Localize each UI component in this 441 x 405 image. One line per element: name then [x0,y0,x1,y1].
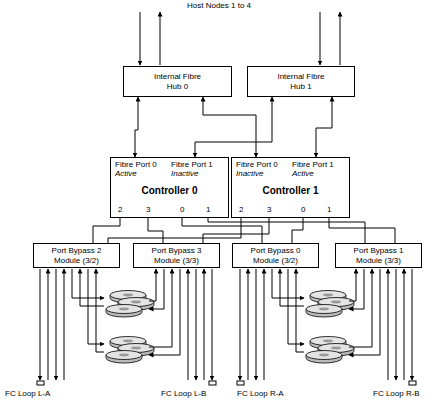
host-links [140,12,340,65]
port-label: Inactive [236,170,264,179]
loop-connector [237,381,244,385]
port-label: Inactive [171,170,199,179]
controller-box: Fibre Port 0Inactive Fibre Port 1ActiveCo… [231,157,350,218]
loop-label: FC Loop L-B [160,390,207,399]
box-text: Port Bypass 3 Module (3/3) [147,246,207,264]
loop-wire [149,269,164,309]
loop-connector [37,381,44,385]
disk [306,305,342,318]
controller-name: Controller 0 [111,185,228,196]
fibre-link [329,218,395,243]
port-bypass-box: Port Bypass 0 Module (3/2) [232,243,319,268]
loop-wire [188,269,189,380]
disk [106,305,142,318]
loop-wires [37,269,416,385]
loop-connector [209,381,216,385]
fibre-link [135,97,138,157]
loop-wire [264,269,265,380]
host-link [140,12,141,65]
host-link [340,12,341,65]
loop-wire [280,269,304,306]
loop-wire [349,269,372,347]
disk [306,351,342,364]
fibre-link [316,97,332,157]
port-label: Active [292,170,314,179]
loop-wire [48,269,49,380]
port-label: Fibre Port 1 [292,161,334,170]
controller-box: Fibre Port 0Active Fibre Port 1InactiveCo… [110,157,229,218]
fibre-link [93,218,120,243]
loop-label: FC Loop R-A [236,390,285,399]
fibre-link [203,218,269,243]
hub-box: Internal Fibre Hub 0 [123,66,232,97]
host-link [160,12,161,65]
port-bypass-box: Port Bypass 2 Module (3/2) [33,243,120,268]
disk [106,351,142,364]
port-bypass-box: Port Bypass 3 Module (3/3) [133,243,220,268]
loop-wire [396,269,397,380]
loop-wire [204,269,205,380]
box-text: Port Bypass 2 Module (3/2) [47,246,107,264]
loop-wire [404,269,405,380]
box-text: Internal Fibre Hub 1 [269,72,333,90]
loop-wire [196,269,197,380]
loop-wire [64,269,65,380]
loop-wire [256,269,257,380]
port-number: 2 [118,206,122,215]
box-label: Port Bypass 2 Module (3/2) [47,246,107,264]
loop-connector [409,381,416,385]
fibre-link [195,97,272,157]
port-number: 0 [301,206,305,215]
loop-label: FC Loop L-A [4,390,51,399]
loop-wire [240,269,241,380]
port-label: Fibre Port 0 [115,161,157,170]
fibre-link [208,218,365,243]
loop-wire [349,269,380,355]
port-number: 2 [239,206,243,215]
loop-wire [349,269,356,301]
loop-label: FC Loop R-B [372,390,421,399]
host-label: Host Nodes 1 to 4 [186,2,252,11]
port-label: Fibre Port 1 [171,161,213,170]
fibre-link [108,218,241,243]
box-text: Internal Fibre Hub 0 [146,72,210,90]
loop-wire [248,269,249,380]
box-label: Port Bypass 1 Module (3/3) [349,246,409,264]
box-text: Port Bypass 1 Module (3/3) [349,246,409,264]
loop-wire [56,269,57,380]
box-label: Internal Fibre Hub 0 [146,72,210,90]
loop-wire [96,269,104,352]
port-number: 1 [327,206,331,215]
port-number: 3 [267,206,271,215]
port-bypass-box: Port Bypass 1 Module (3/3) [335,243,422,268]
loop-wire [149,269,156,301]
controller-name: Controller 1 [232,185,349,196]
loop-wire [212,269,213,380]
box-label: Port Bypass 3 Module (3/3) [147,246,207,264]
host-link [320,12,321,65]
box-text: Port Bypass 0 Module (3/2) [246,246,306,264]
box-label: Internal Fibre Hub 1 [269,72,333,90]
fibre-link [148,218,163,243]
loop-wire [412,269,413,380]
loop-wire [149,269,180,355]
port-number: 3 [146,206,150,215]
disk-stacks [106,291,354,364]
loop-wire [149,269,172,347]
port-label: Active [115,170,137,179]
port-label: Fibre Port 0 [236,161,278,170]
fibre-link [292,218,303,243]
port-number: 0 [180,206,184,215]
box-label: Port Bypass 0 Module (3/2) [246,246,306,264]
hub-box: Internal Fibre Hub 1 [247,66,355,97]
loop-wire [388,269,389,380]
fibre-link [203,97,256,157]
port-number: 1 [206,206,210,215]
loop-wire [40,269,41,380]
loop-wire [349,269,364,309]
loop-wire [80,269,104,306]
loop-wire [296,269,304,352]
